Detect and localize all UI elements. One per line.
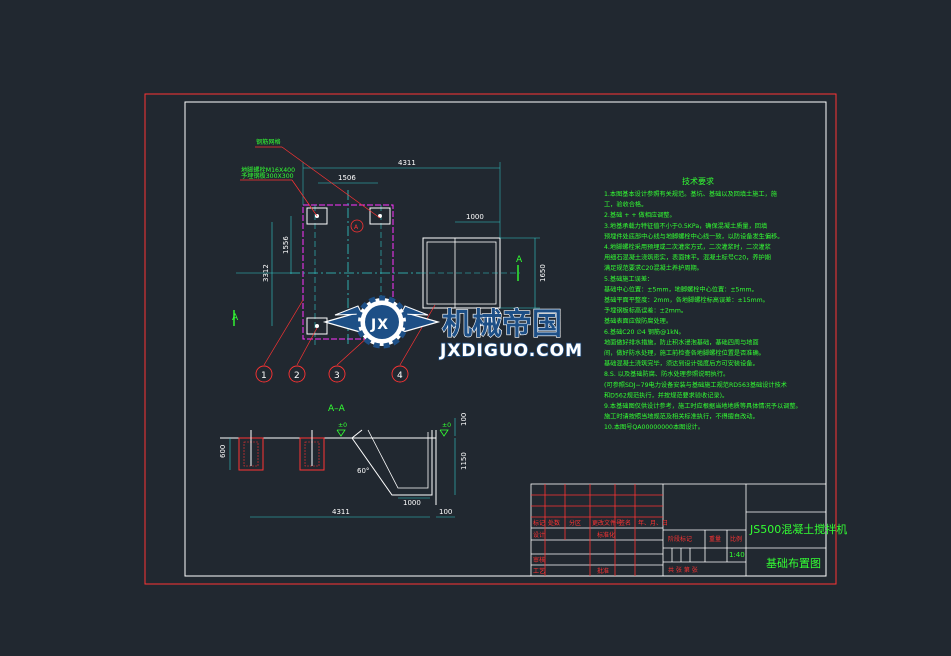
- watermark-logo-text: JX: [370, 317, 389, 333]
- note-line: 予埋钢板标高误差：±2mm。: [604, 307, 687, 315]
- tb-product-name: JS500混凝土搅拌机: [749, 522, 847, 536]
- notes-lines: 1.本图基本设计参照有关规范。基坑、基础以及回填土施工，施 工，验收合格。 2.基…: [604, 190, 802, 431]
- dim-plan-right: 1000: [466, 213, 484, 221]
- balloons: [255, 365, 409, 383]
- note-line: 4.地脚螺栓采用预埋或二次灌浆方式，二次灌浆时，二次灌浆: [604, 243, 771, 251]
- balloon-2: 2: [294, 371, 300, 381]
- leaders: [240, 146, 436, 366]
- dim-section-depth-right: 1150: [460, 452, 468, 470]
- title-block: [530, 483, 827, 577]
- balloon-3: 3: [334, 371, 340, 381]
- note-line: 和D562规范执行，并按规范要求验收记录)。: [604, 391, 728, 399]
- note-line: 地面做好排水措施，防止积水浸泡基础，基础四周与地面: [604, 338, 759, 346]
- leader-label-2a: 地脚螺栓M16X400: [241, 166, 295, 174]
- tb-row-label-0: 标记: [533, 519, 545, 527]
- note-line: 2.基础 + + 做相应调整。: [604, 211, 676, 219]
- note-line: 间，做好防水处理，施工前检查各地脚螺栓位置是否准确。: [604, 349, 765, 357]
- dim-section-angle: 60°: [357, 467, 369, 475]
- note-line: 1.本图基本设计参照有关规范。基坑、基础以及回填土施工，施: [604, 190, 777, 198]
- outer-frame: [144, 93, 837, 585]
- balloon-1: 1: [261, 371, 267, 381]
- tb-row-label-4: 签名: [619, 519, 631, 527]
- note-line: 用细石混凝土浇筑密实，表面抹平。混凝土标号C20，养护期: [604, 254, 771, 262]
- level-mark-right: ±0: [442, 422, 451, 429]
- section-mark-left: A: [232, 313, 239, 323]
- note-line: 9.本基础图仅供设计参考，施工时应根据当地地质等具体情况予以调整。: [604, 402, 802, 410]
- notes-title: 技术要求: [682, 176, 714, 186]
- watermark-en: JXDIGUO.COM: [439, 341, 583, 361]
- note-line: 6.基础C20 ∅4 钢筋@1kN。: [604, 328, 685, 336]
- dim-section-top-100: 100: [460, 413, 468, 426]
- tb-row-label-3: 更改文件号: [592, 519, 622, 527]
- note-line: 基础中心位置：±5mm，地脚螺栓中心位置：±5mm。: [604, 285, 758, 293]
- note-line: (可参照SDJ−79电力设备安装与基础施工规范RD563基础设计技术: [604, 381, 787, 389]
- section-title: A–A: [328, 404, 346, 414]
- dim-section-width: 4311: [332, 508, 350, 516]
- tb-col-weight: 重量: [709, 535, 721, 543]
- note-line: 施工时请按照当地规范及相关标准执行，不得擅自改动。: [604, 413, 759, 421]
- tb-sheet: 共 张 第 张: [668, 566, 698, 574]
- tb-std-label: 标准化: [597, 531, 615, 539]
- dim-plan-inner: 1506: [338, 174, 356, 182]
- tb-row-label-1: 处数: [548, 519, 560, 527]
- tb-row-label-2: 分区: [569, 519, 581, 527]
- note-line: 基础表面应做防腐处理。: [604, 317, 672, 325]
- inner-frame: [184, 101, 827, 577]
- dim-plan-height-outer: 3312: [262, 264, 270, 282]
- note-line: 基础平面平整度：2mm，各地脚螺栓标高误差：±15mm。: [604, 296, 769, 304]
- tb-sig-check: 审核: [533, 556, 545, 564]
- note-line: 3.地基承载力特征值不小于0.5KPa，确保混凝土质量，回填: [604, 222, 767, 230]
- note-line: 8.S. 以及基础防腐、防水处理参照说明执行。: [604, 370, 729, 378]
- leader-label-1: 钢筋网格: [256, 138, 282, 146]
- tb-sig-process: 工艺: [533, 567, 545, 575]
- section-view: [220, 418, 456, 518]
- tb-col-scale: 比例: [730, 535, 742, 543]
- tb-scale-value: 1:40: [729, 551, 745, 559]
- tb-sig-design: 设计: [533, 531, 545, 539]
- dim-section-1000: 1000: [403, 499, 421, 507]
- balloon-4: 4: [397, 371, 403, 381]
- dim-section-100: 100: [439, 508, 452, 516]
- plan-dimensions: [271, 162, 540, 326]
- note-line: 基础混凝土浇筑完毕，须达到设计强度后方可安装设备。: [604, 360, 759, 368]
- note-line: 5.基础施工误差：: [604, 275, 653, 283]
- tb-approve-label: 批准: [597, 567, 609, 575]
- tb-row-label-5: 年、月、日: [638, 519, 668, 527]
- level-mark-left: ±0: [338, 422, 347, 429]
- leader-label-2b: 予埋钢板300X300: [241, 172, 294, 180]
- note-line: 10.本图号QA00000000本图设计。: [604, 423, 704, 431]
- section-mark-right: A: [516, 255, 523, 265]
- note-line: 满足规范要求C20混凝土养护周期。: [604, 264, 703, 272]
- watermark: JX 机械帝国 JXDIGUO.COM: [322, 295, 583, 362]
- dim-plan-height-inner: 1556: [282, 236, 290, 254]
- circle-a-label: A: [354, 224, 359, 231]
- watermark-cn: 机械帝国: [442, 307, 562, 342]
- tb-drawing-name: 基础布置图: [766, 557, 821, 570]
- note-line: 工，验收合格。: [604, 201, 647, 209]
- note-line: 预埋件处底部中心线与地脚螺栓中心线一致，以防设备发生偏移。: [604, 232, 783, 240]
- dim-plan-width: 4311: [398, 159, 416, 167]
- tb-col-stage: 阶段标记: [668, 535, 692, 543]
- dim-section-depth-left: 600: [219, 445, 227, 458]
- dim-plan-right-height: 1650: [539, 264, 547, 282]
